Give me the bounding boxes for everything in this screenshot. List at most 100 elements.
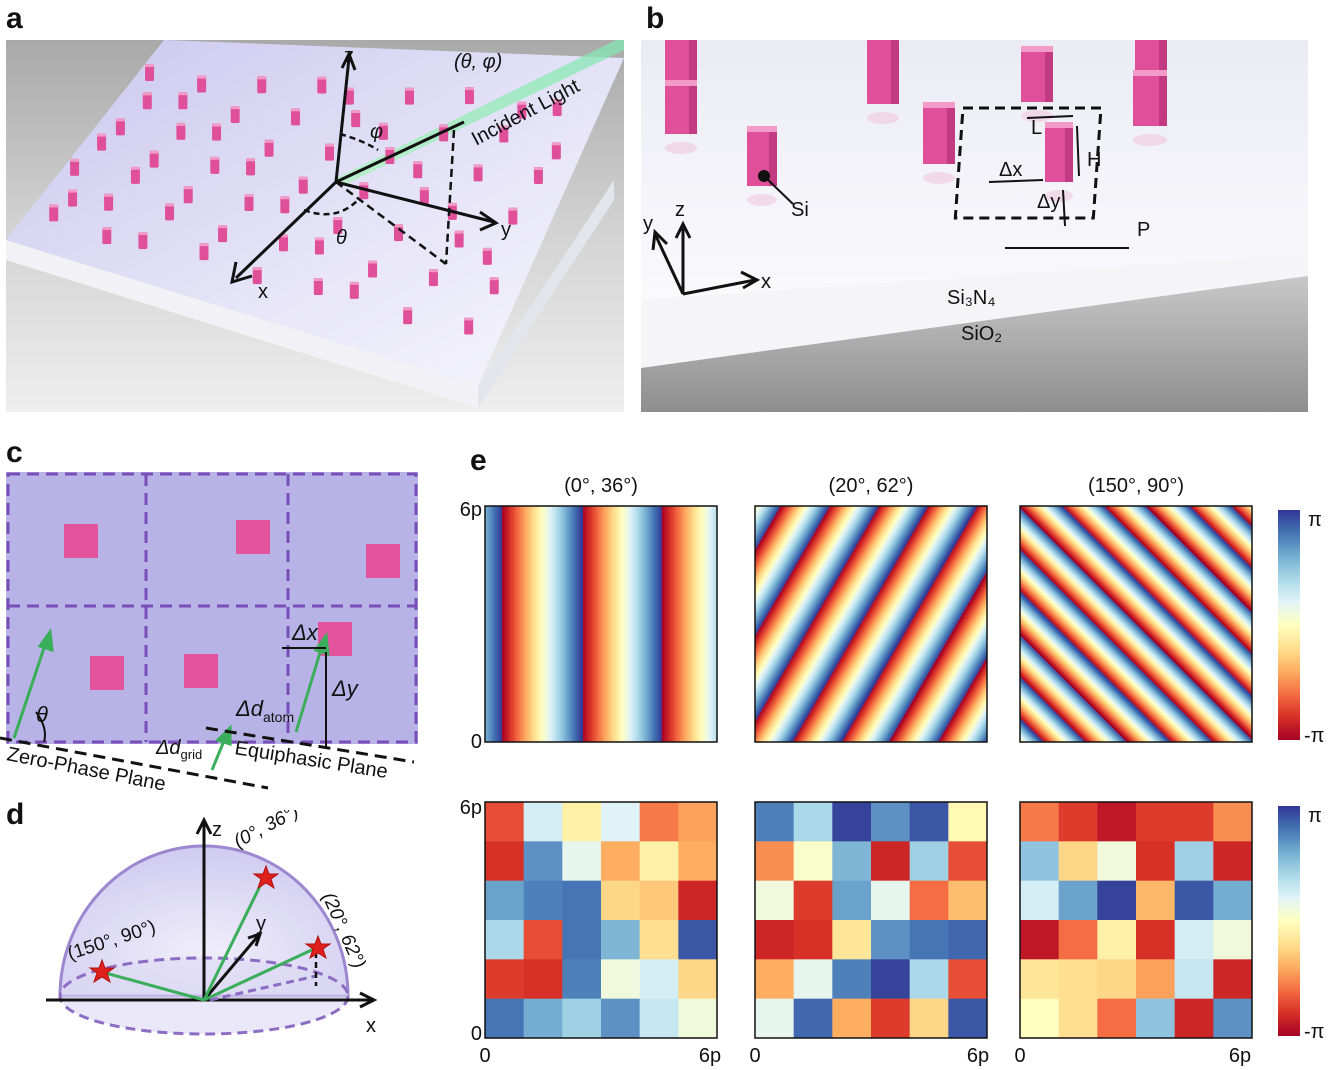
phase-stripe-cell: [755, 506, 868, 727]
phase-stripe-cell: [761, 506, 944, 742]
phase-stripe-cell: [1020, 577, 1183, 742]
phase-stripe-cell: [482, 466, 485, 804]
phase-stripe-cell: [1020, 506, 1252, 742]
phase-stripe-cell: [607, 506, 611, 742]
phase-stripe-cell: [485, 506, 487, 742]
phase-stripe-cell: [1048, 506, 1252, 712]
phase-stripe-cell: [1038, 506, 1252, 722]
heatmap-cell: [832, 998, 872, 1039]
phase-stripe-cell: [1020, 516, 1244, 742]
phase-stripe-cell: [747, 466, 750, 804]
phase-stripe-cell: [571, 506, 575, 742]
z-label-b: z: [675, 199, 685, 221]
pillar: [290, 108, 300, 126]
phase-stripe-cell: [526, 506, 530, 742]
heatmap-cell: [871, 802, 911, 842]
phase-stripe-cell: [513, 506, 517, 742]
phase-stripe-cell: [1020, 564, 1196, 742]
phase-stripe-cell: [1020, 521, 1239, 742]
heatmap-cell: [601, 802, 641, 842]
heatmap-cell: [1136, 959, 1176, 1000]
phase-stripe-cell: [1089, 506, 1252, 671]
phase-stripe-cell: [1058, 506, 1252, 702]
heatmap-cell: [871, 959, 911, 1000]
pillar: [142, 92, 152, 110]
P-label: P: [1137, 219, 1150, 241]
heatmap-cell: [523, 998, 563, 1039]
phase-stripe-cell: [841, 506, 987, 742]
phase-stripe-cell: [1020, 551, 1209, 742]
axes-a: [230, 50, 500, 285]
equiphasic-plane-line: [205, 726, 415, 764]
pillar: [1021, 46, 1053, 122]
phase-stripe-cell: [1020, 559, 1201, 742]
phase-stripe-cell: [1020, 506, 1252, 742]
pillar: [104, 193, 114, 211]
pillar: [317, 76, 327, 94]
theta-arc-c: [35, 711, 46, 743]
phase-stripe-cell: [755, 506, 913, 742]
phase-stripe-cell: [755, 506, 938, 742]
phase-stripe-cell: [727, 466, 730, 804]
phase-stripe-cell: [1118, 506, 1252, 642]
phase-stripe-cell: [1020, 591, 1169, 742]
phase-stripe-cell: [755, 506, 932, 742]
si3n4-label: Si₃N₄: [947, 287, 996, 309]
phase-stripe-cell: [755, 506, 884, 736]
phase-stripe-cell: [755, 506, 929, 742]
phase-stripe-cell: [1020, 548, 1212, 742]
phase-stripe-cell: [1056, 506, 1252, 704]
heatmap-cell: [1020, 802, 1060, 842]
phase-stripe-cell: [1020, 506, 1252, 742]
phase-stripe-cell: [1020, 566, 1194, 742]
pillar: [333, 217, 343, 235]
phase-stripe-cell: [871, 519, 987, 742]
phase-stripe-cell: [1093, 506, 1252, 667]
phase-stripe-cell: [1020, 586, 1174, 742]
pillar: [280, 196, 290, 214]
phase-stripe-cell: [1083, 506, 1252, 677]
phase-stripe-cell: [802, 506, 985, 742]
phase-stripe-cell: [628, 506, 631, 742]
phase-stripe-cell: [515, 506, 519, 742]
heatmap-cell: [755, 841, 795, 882]
pillar: [210, 156, 220, 174]
phase-stripe-cell: [1037, 506, 1252, 723]
phase-stripe-cell: [720, 466, 723, 804]
phase-stripe-cell: [713, 506, 717, 742]
phase-stripe-cell: [828, 506, 987, 742]
heatmap-cell: [601, 841, 641, 882]
phase-stripe-cell: [688, 506, 692, 742]
phase-stripe-cell: [849, 507, 987, 742]
phase-stripe-cell: [1020, 602, 1158, 742]
heatmap-cell: [948, 920, 988, 960]
colorbar-bottom-min: -π: [1304, 1021, 1324, 1043]
phase-stripe-cell: [1020, 506, 1252, 742]
heatmap-cell: [1136, 802, 1176, 842]
pillar: [378, 122, 388, 140]
phase-stripe-cell: [531, 506, 535, 742]
phase-stripe-cell: [1020, 598, 1162, 742]
phase-stripe-cell: [679, 506, 683, 742]
xtick-right-2: 6p: [967, 1045, 989, 1067]
phase-stripe-cell: [1020, 506, 1252, 742]
phase-stripe-cell: [892, 531, 987, 742]
phase-stripe-cell: [1020, 506, 1252, 742]
phase-stripe-cell: [1097, 506, 1252, 663]
phase-stripe-cell: [691, 506, 694, 742]
phase-stripe-cell: [1094, 506, 1252, 666]
pillar: [212, 123, 222, 141]
heatmap-cell: [1213, 959, 1253, 1000]
heatmap-cell: [948, 880, 988, 921]
phase-stripe-cell: [556, 506, 559, 742]
d-atom-label: Δdatom: [235, 696, 294, 725]
phase-stripe-cell: [1020, 550, 1210, 742]
heatmap-cell: [871, 841, 911, 882]
phase-stripe-cell: [843, 506, 987, 742]
pillar: [517, 101, 527, 119]
pillar: [482, 247, 492, 265]
phase-stripe-cell: [549, 506, 553, 742]
heatmap-cell: [909, 920, 949, 960]
pillar: [264, 139, 274, 157]
phase-stripe-cell: [641, 506, 645, 742]
